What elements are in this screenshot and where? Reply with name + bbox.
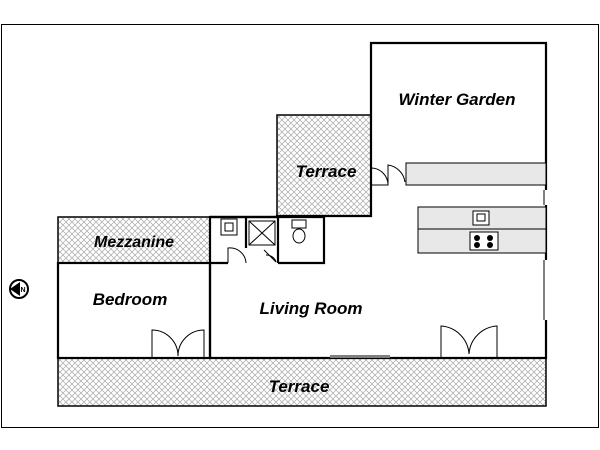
mezzanine-label: Mezzanine bbox=[94, 234, 174, 251]
living-door bbox=[440, 325, 498, 358]
living-room-label: Living Room bbox=[260, 299, 363, 318]
north-arrow-icon: N bbox=[9, 279, 29, 299]
burner bbox=[474, 235, 480, 241]
bedroom-door bbox=[151, 329, 205, 358]
kitchen-sink bbox=[472, 210, 490, 226]
bath-door bbox=[227, 247, 247, 264]
shower-cross bbox=[248, 220, 276, 246]
plan-border bbox=[1, 24, 599, 428]
toilet-bowl bbox=[292, 228, 306, 244]
burner bbox=[487, 235, 493, 241]
toilet-tank bbox=[291, 219, 307, 229]
terrace-upper-area bbox=[276, 114, 372, 217]
terrace-door-2 bbox=[387, 164, 406, 185]
terrace-lower-label: Terrace bbox=[269, 377, 330, 396]
bedroom-label: Bedroom bbox=[93, 290, 168, 309]
cooktop bbox=[469, 231, 499, 251]
kitchen-sink-bowl bbox=[476, 213, 486, 222]
north-letter: N bbox=[20, 287, 25, 294]
burner bbox=[487, 242, 493, 248]
winter-garden-label: Winter Garden bbox=[399, 90, 516, 109]
terrace-door bbox=[370, 165, 389, 186]
bath-walls bbox=[210, 215, 326, 265]
burner bbox=[474, 242, 480, 248]
bedroom-walls bbox=[56, 261, 212, 360]
terrace-upper-label: Terrace bbox=[296, 162, 357, 181]
sink-bowl bbox=[224, 222, 234, 232]
shower-door bbox=[263, 249, 277, 263]
counter-top bbox=[405, 162, 547, 186]
sink-fixture bbox=[220, 218, 238, 236]
